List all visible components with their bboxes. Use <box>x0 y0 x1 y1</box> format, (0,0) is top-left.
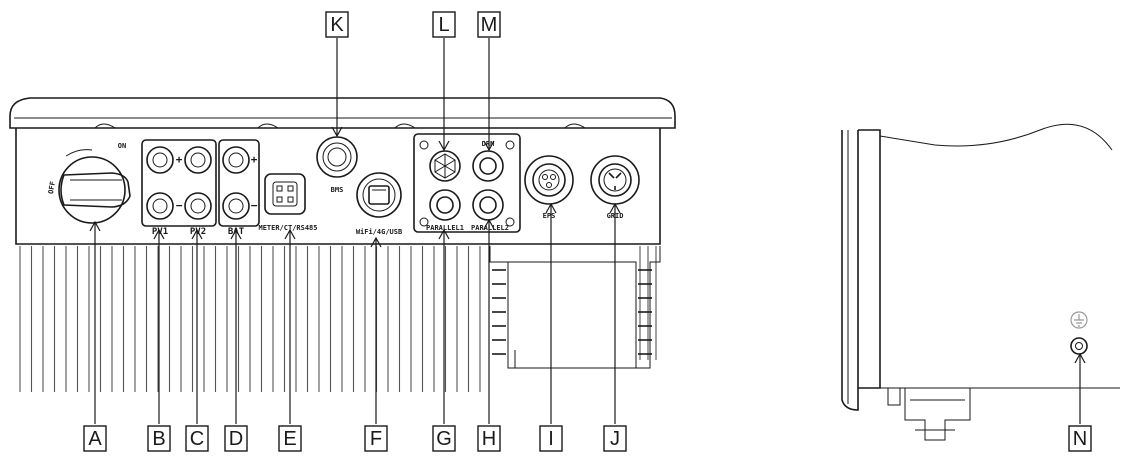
callout-arrowhead <box>331 126 343 138</box>
battery-connectors-group: + − BAT <box>218 139 260 237</box>
callout-I: I <box>539 425 563 452</box>
switch-off-label: OFF <box>47 181 57 195</box>
svg-text:G: G <box>436 428 452 450</box>
callout-arrowhead <box>153 228 165 240</box>
callout-arrowhead <box>609 202 621 214</box>
callout-arrowhead <box>1074 352 1086 364</box>
callout-arrowhead <box>191 228 203 240</box>
callout-arrowhead <box>483 218 495 230</box>
inverter-bottom-view: ON OFF + − PV1 PV2 <box>9 97 676 392</box>
callout-D: D <box>224 425 248 452</box>
ground-symbol <box>1070 311 1088 329</box>
eps-label: EPS <box>543 212 556 220</box>
parallel1-label: PARALLEL1 <box>426 224 464 232</box>
callout-C: C <box>185 425 209 452</box>
svg-text:N: N <box>1073 428 1087 450</box>
svg-text:L: L <box>438 14 449 36</box>
pv2-negative-connector <box>184 192 212 220</box>
pv-plus-sign: + <box>176 153 183 166</box>
meter-ct-rs485-label: METER/CT/RS485 <box>258 224 317 232</box>
svg-text:A: A <box>88 428 102 450</box>
callout-M: M <box>477 11 501 38</box>
callout-G: G <box>432 425 456 452</box>
drm-label: DRM <box>482 140 495 148</box>
pv-connectors-group: + − PV1 PV2 <box>141 139 217 237</box>
callout-arrowhead <box>284 228 296 240</box>
callout-leaders <box>89 38 1086 424</box>
bat-minus-sign: − <box>251 199 258 212</box>
svg-text:J: J <box>610 428 620 450</box>
callout-arrowhead <box>438 140 450 152</box>
blank-plug <box>429 150 461 182</box>
callout-arrowhead <box>370 236 382 248</box>
pv-minus-sign: − <box>176 199 183 212</box>
callout-H: H <box>477 425 501 452</box>
svg-text:D: D <box>229 428 243 450</box>
svg-text:K: K <box>330 14 344 36</box>
ground-terminal <box>1070 337 1088 355</box>
svg-text:I: I <box>548 428 554 450</box>
callout-arrowhead <box>230 228 242 240</box>
parallel2-label: PARALLEL2 <box>471 224 509 232</box>
pv2-positive-connector <box>184 146 212 174</box>
pv1-positive-connector <box>146 146 174 174</box>
meter-ct-rs485-port: METER/CT/RS485 <box>258 173 318 232</box>
callout-arrowhead <box>545 202 557 214</box>
svg-text:E: E <box>283 428 296 450</box>
parallel1-port: PARALLEL1 <box>426 189 464 232</box>
callout-arrowhead <box>483 140 495 152</box>
callout-J: J <box>603 425 627 452</box>
callout-arrowhead <box>89 220 101 232</box>
drm-port: DRM <box>472 140 504 182</box>
pv1-negative-connector <box>146 192 174 220</box>
wifi-4g-usb-label: WiFi/4G/USB <box>356 228 402 236</box>
svg-text:B: B <box>152 428 165 450</box>
switch-on-label: ON <box>118 142 126 150</box>
svg-text:H: H <box>482 428 496 450</box>
bms-label: BMS <box>331 186 344 194</box>
callout-L: L <box>432 11 456 38</box>
callout-labels: A B C D E F G H I J K L M N <box>83 11 1092 452</box>
callout-N: N <box>1068 425 1092 452</box>
battery-positive-connector <box>222 146 250 174</box>
svg-text:F: F <box>370 428 382 450</box>
bms-port: BMS <box>316 136 358 194</box>
inverter-side-view <box>841 123 1120 441</box>
svg-text:M: M <box>481 14 498 36</box>
parallel2-port: PARALLEL2 <box>471 189 509 232</box>
callout-arrowhead <box>438 228 450 240</box>
callout-K: K <box>325 11 349 38</box>
callout-F: F <box>364 425 388 452</box>
drm-parallel-group: DRM PARALLEL1 PARALLEL2 <box>413 133 521 233</box>
callout-B: B <box>147 425 171 452</box>
eps-port: EPS <box>524 155 574 220</box>
svg-text:C: C <box>190 428 204 450</box>
callout-E: E <box>278 425 302 452</box>
wifi-4g-usb-port: WiFi/4G/USB <box>356 172 402 236</box>
dc-switch: ON OFF <box>47 142 131 224</box>
bat-plus-sign: + <box>251 153 258 166</box>
battery-negative-connector <box>222 192 250 220</box>
callout-A: A <box>83 425 107 452</box>
